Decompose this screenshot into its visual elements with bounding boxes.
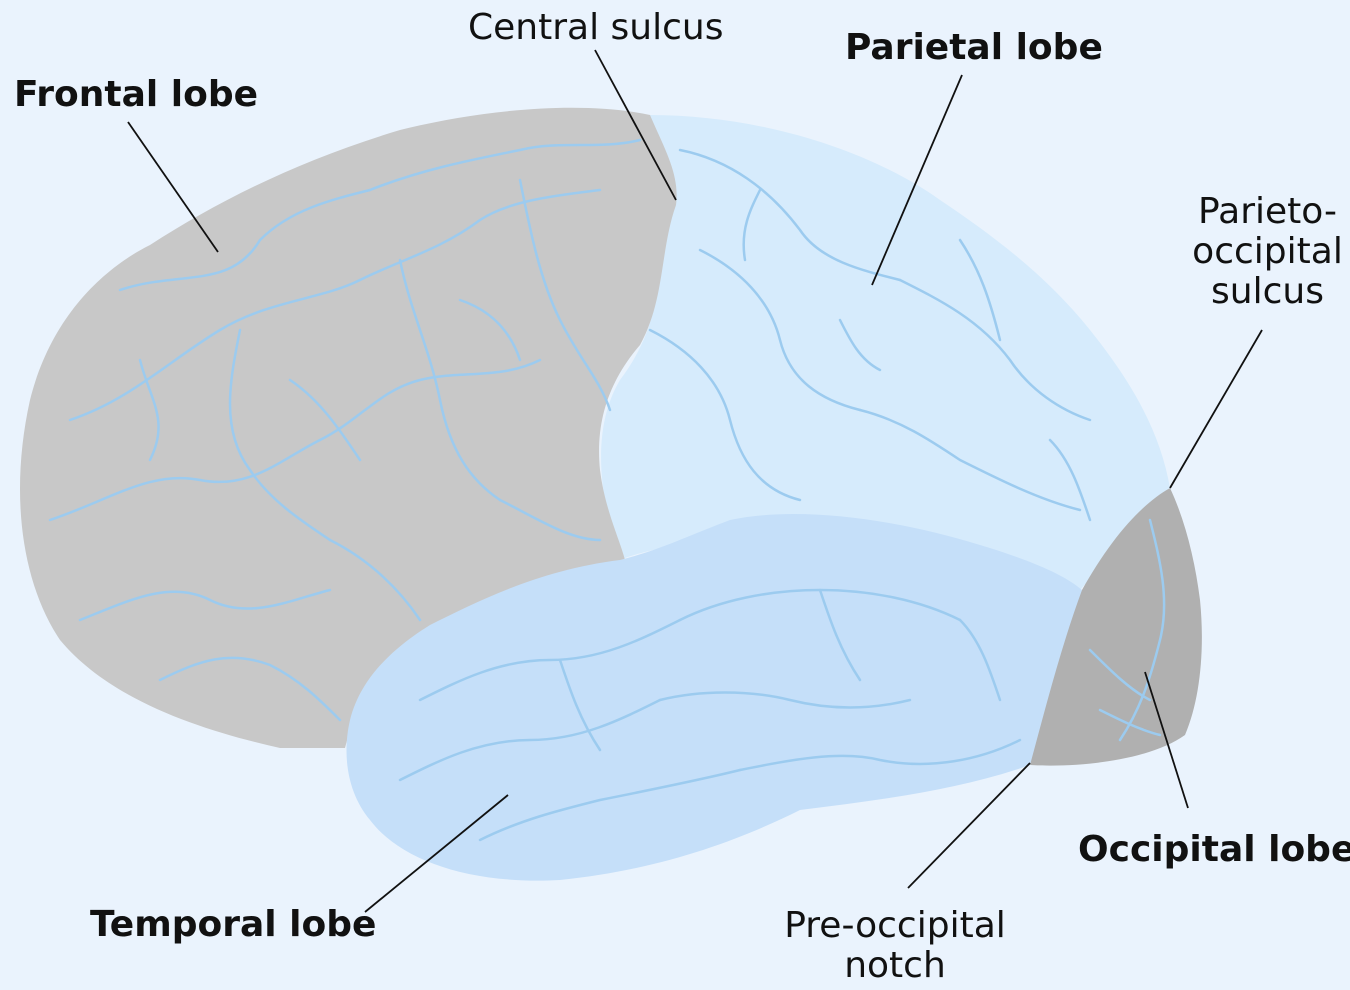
- pre-occipital-notch-line-2: notch: [770, 946, 1020, 986]
- parieto-occipital-sulcus-line-1: Parieto-: [1185, 192, 1350, 232]
- parieto-occipital-sulcus-label: Parieto- occipital sulcus: [1185, 192, 1350, 312]
- pre-occipital-notch-label: Pre-occipital notch: [770, 906, 1020, 986]
- parietal-lobe-label: Parietal lobe: [845, 28, 1103, 68]
- occipital-lobe-label: Occipital lobe: [1078, 830, 1350, 870]
- parieto-occipital-sulcus-line-2: occipital: [1185, 232, 1350, 272]
- pre-occipital-notch-line-1: Pre-occipital: [770, 906, 1020, 946]
- central-sulcus-label: Central sulcus: [468, 8, 723, 48]
- temporal-lobe-label: Temporal lobe: [90, 905, 376, 945]
- parieto-occipital-sulcus-leader: [1170, 330, 1262, 488]
- frontal-lobe-label: Frontal lobe: [14, 75, 258, 115]
- parieto-occipital-sulcus-line-3: sulcus: [1185, 272, 1350, 312]
